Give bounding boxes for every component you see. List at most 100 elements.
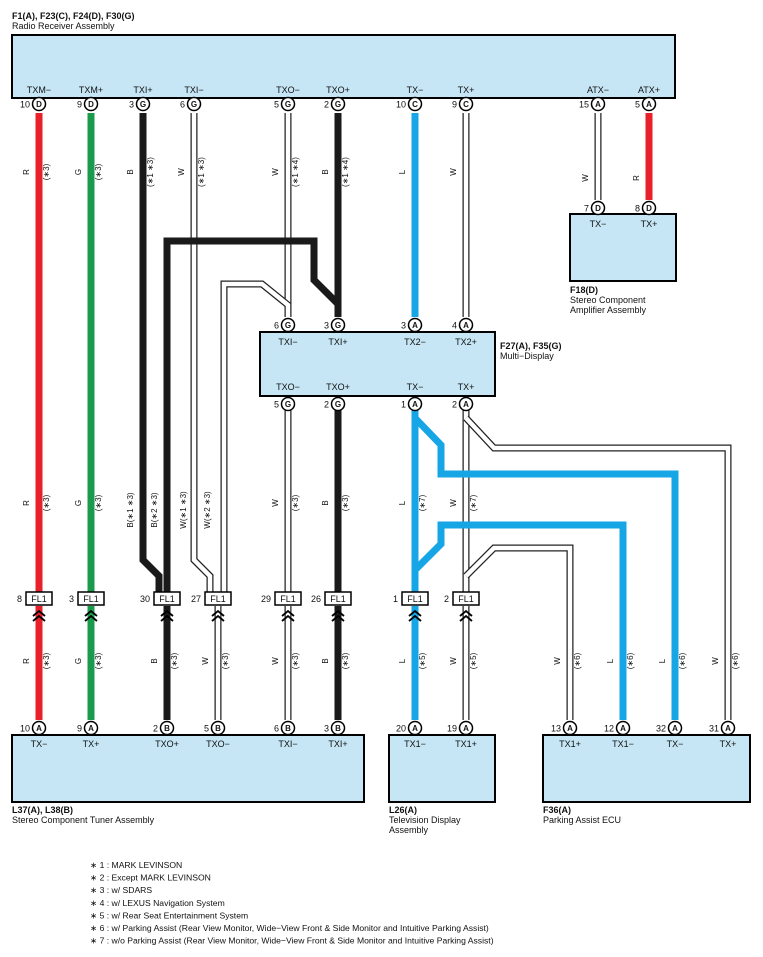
footnote-4: ∗ 4 : w/ LEXUS Navigation System (90, 898, 225, 908)
chevron-icon (211, 609, 225, 622)
pin-number: 12 (604, 724, 614, 734)
pin-circle (407, 96, 423, 112)
pin-disp-bot-1: G2 (324, 396, 346, 412)
display-bottom-pin-label: TXO+ (326, 382, 350, 392)
pin-connector-letter: B (285, 724, 291, 733)
pin-circle (159, 720, 175, 736)
pin-park-0: A13 (551, 720, 578, 736)
wire-note-low: (∗6) (573, 652, 582, 669)
wire-color-top: R (632, 175, 641, 181)
pin-tuner-0: A10 (20, 720, 47, 736)
junction-pin: 2 (444, 594, 449, 604)
wire-color-top: B (126, 169, 135, 174)
wire-color-top: W (271, 168, 280, 176)
wire-color-low: W (449, 657, 458, 665)
pin-number: 2 (324, 100, 329, 110)
pin-number: 5 (204, 724, 209, 734)
pin-circle (135, 96, 151, 112)
pin-number: 6 (274, 724, 279, 734)
wire-note-top: (∗1 ∗4) (341, 157, 350, 187)
tv-name-1: Television Display (389, 815, 461, 825)
pin-connector-letter: A (463, 400, 469, 409)
tuner-pin-label: TXO+ (155, 739, 179, 749)
radio-name: Radio Receiver Assembly (12, 21, 115, 31)
wire-color-mid: L (398, 500, 407, 505)
pin-label: ATX− (587, 85, 609, 95)
display-name: Multi−Display (500, 351, 554, 361)
pin-connector-letter: G (140, 100, 146, 109)
pin-park-3: A31 (709, 720, 736, 736)
wire-color-mid: G (74, 500, 83, 506)
junction-pin: 3 (69, 594, 74, 604)
pin-circle (83, 96, 99, 112)
wire-color-top: W (581, 174, 590, 182)
junction-label: FL1 (458, 594, 474, 604)
pin-number: 2 (153, 724, 158, 734)
display-id: F27(A), F35(G) (500, 341, 562, 351)
pin-connector-letter: G (335, 400, 341, 409)
pin-circle (31, 96, 47, 112)
wire-color-low: B (150, 658, 159, 663)
tuner-id: L37(A), L38(B) (12, 805, 73, 815)
wire-color-mid: B(∗2 ∗3) (150, 492, 159, 528)
park-pin-label: TX− (667, 739, 684, 749)
amp-id: F18(D) (570, 285, 598, 295)
park-pin-label: TX+ (720, 739, 737, 749)
display-top-pin-label: TXI+ (328, 337, 347, 347)
pin-connector-letter: A (463, 724, 469, 733)
pin-circle (330, 396, 346, 412)
wire-b-txi-plus-2 (163, 237, 342, 592)
display-top-pin-label: TXI− (278, 337, 297, 347)
pin-connector-letter: B (164, 724, 170, 733)
wire-note-mid: (∗7) (418, 494, 427, 511)
wire-note-low: (∗5) (418, 652, 427, 669)
pin-label: ATX+ (638, 85, 660, 95)
wire-color-top: G (74, 169, 83, 175)
pin-circle (280, 96, 296, 112)
wire-color-low: R (22, 658, 31, 664)
wire-color-top: L (398, 169, 407, 174)
wire-color-low: W (271, 657, 280, 665)
multi-display-box (259, 331, 496, 397)
junction-box (204, 591, 232, 606)
chevron-icon (459, 609, 473, 622)
pin-circle (458, 720, 474, 736)
junction-pin: 1 (393, 594, 398, 604)
pin-connector-letter: A (725, 724, 731, 733)
chevron-icon (84, 609, 98, 622)
pin-connector-letter: G (191, 100, 197, 109)
junction-pin: 29 (261, 594, 271, 604)
pin-connector-letter: G (335, 100, 341, 109)
junction-label: FL1 (159, 594, 175, 604)
pin-tuner-4: B6 (274, 720, 296, 736)
footnote-7: ∗ 7 : w/o Parking Assist (Rear View Moni… (90, 936, 494, 946)
pin-label: TXO+ (326, 85, 350, 95)
junction-box (77, 591, 105, 606)
pin-number: 10 (20, 100, 30, 110)
amp-pin-label: TX+ (641, 219, 658, 229)
junction-label: FL1 (280, 594, 296, 604)
pin-label: TXM+ (79, 85, 103, 95)
chevron-icon (408, 609, 422, 622)
pin-number: 4 (452, 321, 457, 331)
junction-pin: 8 (17, 594, 22, 604)
wire-note-low: (∗3) (291, 652, 300, 669)
wire-w-to-park-txp (463, 415, 732, 720)
pin-connector-letter: C (412, 100, 418, 109)
wire-note-low: (∗5) (469, 652, 478, 669)
pin-connector-letter: A (595, 100, 601, 109)
pin-disp-bot-2: A1 (401, 396, 423, 412)
junction-pin: 26 (311, 594, 321, 604)
wire-color-mid: R (22, 500, 31, 506)
wire-color-low: L (606, 658, 615, 663)
pin-circle (562, 720, 578, 736)
pin-number: 32 (656, 724, 666, 734)
pin-circle (210, 720, 226, 736)
pin-connector-letter: G (285, 100, 291, 109)
display-bottom-pin-label: TX+ (458, 382, 475, 392)
wire-b-txi-plus (139, 113, 163, 592)
pin-circle (407, 317, 423, 333)
